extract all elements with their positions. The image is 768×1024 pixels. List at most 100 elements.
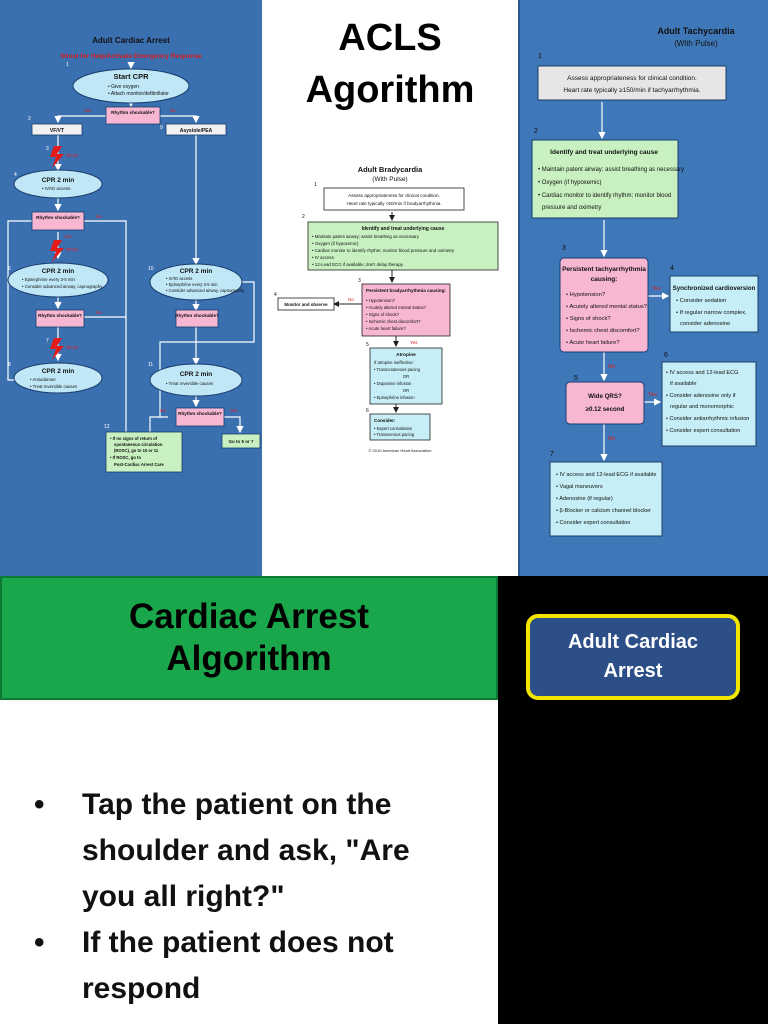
yes-label: Yes [230,408,238,413]
rhythm-check-label: Rhythm shockable? [178,411,222,416]
box-bullet: • Consider expert consultation [556,520,630,526]
no-label: No [96,214,102,219]
cpr-label: CPR 2 min [180,371,213,378]
cpr-bullet: • Amiodarone [30,377,56,382]
box-bullet: • IV access and 12-lead ECG [666,370,739,376]
box-title: Atropine [396,352,416,358]
cardiac-arrest-banner: Cardiac Arrest Algorithm [0,576,498,700]
step-number: 1 [538,53,542,60]
yes-label: Yes [64,234,72,239]
cardiac-arrest-flowchart-panel: Adult Cardiac Arrest Shout for Help/Acti… [0,0,262,576]
box-bullet: • Consider sedation [676,298,726,304]
step-number: 11 [148,362,153,368]
step-number: 10 [148,266,154,272]
box-text: Heart rate typically ≥150/min if tachyar… [563,87,700,94]
flowchart-subtitle: (With Pulse) [372,176,407,183]
step-number: 4 [670,265,674,272]
banner-title-line: Algorithm [166,639,332,678]
tachycardia-panel: Adult Tachycardia (With Pulse) Assess ap… [518,0,768,576]
bullet-dot: • [34,926,45,959]
box-bullet: if available [670,381,696,387]
step-number: 1 [66,62,69,68]
cpr-bullet: • Consider advanced airway, capnography [22,284,103,289]
box-bullet: • Expert consultation [374,426,413,431]
instructions-area: • Tap the patient on the shoulder and as… [0,700,498,1024]
start-cpr-label: Start CPR [113,72,149,81]
step-number: 8 [8,362,11,368]
box-bullet: • Hypotension? [366,298,396,303]
no-label: No [608,364,615,370]
rosc-text: (ROSC), go to 10 or 11 [114,448,159,453]
box-text: Heart rate typically <50/min if bradyarr… [346,201,441,206]
slide-title-line: ACLS [338,17,442,59]
cpr-bullet: • Epinephrine every 3-5 min [22,277,75,282]
flowchart-banner: Shout for Help/Activate Emergency Respon… [60,53,202,60]
shock-icon [50,240,64,262]
rhythm-check-label: Rhythm shockable? [36,215,80,220]
rosc-text: • If ROSC, go to [110,455,141,460]
cardiac-arrest-flowchart: Adult Cardiac Arrest Shout for Help/Acti… [7,36,261,473]
box-bullet: • Consider adenosine only if [666,393,736,399]
cpr-label: CPR 2 min [42,368,75,375]
step-number: 4 [14,172,17,178]
no-label: No [170,108,176,113]
box-bullet: • Consider antiarrhythmic infusion [666,416,749,422]
copyright-text: © 2010 American Heart Association [369,448,432,453]
bradycardia-panel: ACLS Agorithm Adult Bradycardia (With Pu… [262,0,518,576]
step-number: 1 [314,182,317,188]
box-text: If atropine ineffective: [374,360,414,365]
asystole-label: Asystole/PEA [180,128,213,134]
cpr-label: CPR 2 min [42,177,75,184]
cpr-bullet: • Consider advanced airway, capnography [166,288,245,293]
step-number: 4 [274,292,277,298]
step-number: 9 [160,125,163,131]
box-text: Assess appropriateness for clinical cond… [348,193,440,198]
box-bullet: • Transcutaneous pacing [374,367,421,372]
shock-label: Shock [66,247,79,252]
box-bullet: • Oxygen (if hypoxemic) [538,180,601,186]
cpr-label: CPR 2 min [42,268,75,275]
instruction-text: Tap the patient on the shoulder and ask,… [82,788,410,913]
rosc-text: Post-Cardiac Arrest Care [114,462,164,467]
button-label: Arrest [603,660,663,682]
box-bullet: regular and monomorphic [670,404,734,410]
no-label: No [608,436,615,442]
bradycardia-flowchart: Adult Bradycardia (With Pulse) Assess ap… [274,165,499,453]
step-number: 2 [302,214,305,220]
step-number: 5 [366,342,369,348]
no-label: No [348,297,354,302]
box-title: Persistent tachyarrhythmia [562,266,646,273]
cpr-bullet: • Epinephrine every 3-5 min [166,282,218,287]
box-bullet: • Adenosine (if regular) [556,496,613,502]
yes-label: Yes [648,392,657,398]
step-number: 5 [574,375,578,382]
shock-label: Shock [66,345,79,350]
instructions-list: • Tap the patient on the shoulder and as… [28,782,468,1012]
flowchart-title: Adult Cardiac Arrest [92,36,170,45]
instruction-text: If the patient does not respond [82,926,394,1005]
box-title: Identify and treat underlying cause [362,226,445,232]
shock-icon [50,146,64,168]
box-title: causing: [591,276,618,283]
box-title: Persistent bradyarrhythmia causing: [366,288,446,293]
adult-cardiac-arrest-button[interactable]: Adult Cardiac Arrest [526,614,740,700]
box-bullet: • Maintain patent airway; assist breathi… [538,167,684,173]
box-bullet: • Acute heart failure? [366,326,406,331]
bullet-dot: • [34,788,45,821]
yes-label: Yes [410,340,418,345]
box-bullet: • Ischemic chest discomfort? [566,328,640,334]
navigation-panel: Adult Cardiac Arrest [498,576,768,1024]
rhythm-check-label: Rhythm shockable? [175,313,219,318]
box-bullet: • Ischemic chest discomfort? [366,319,421,324]
start-cpr-bullet: • Give oxygen [108,84,139,90]
step-number: 3 [562,245,566,252]
box-bullet: • Signs of shock? [566,316,611,322]
cpr-bullet: • Treat reversible causes [166,381,213,386]
step-number: 6 [664,352,668,359]
box-title: Identify and treat underlying cause [550,149,658,156]
box-bullet: • Dopamine infusion [374,381,412,386]
box-bullet: • β-Blocker or calcium channel blocker [556,508,651,514]
flowchart-subtitle: (With Pulse) [674,39,718,48]
rhythm-check-label: Rhythm shockable? [111,110,155,115]
box-bullet: • Maintain patent airway; assist breathi… [312,234,420,239]
